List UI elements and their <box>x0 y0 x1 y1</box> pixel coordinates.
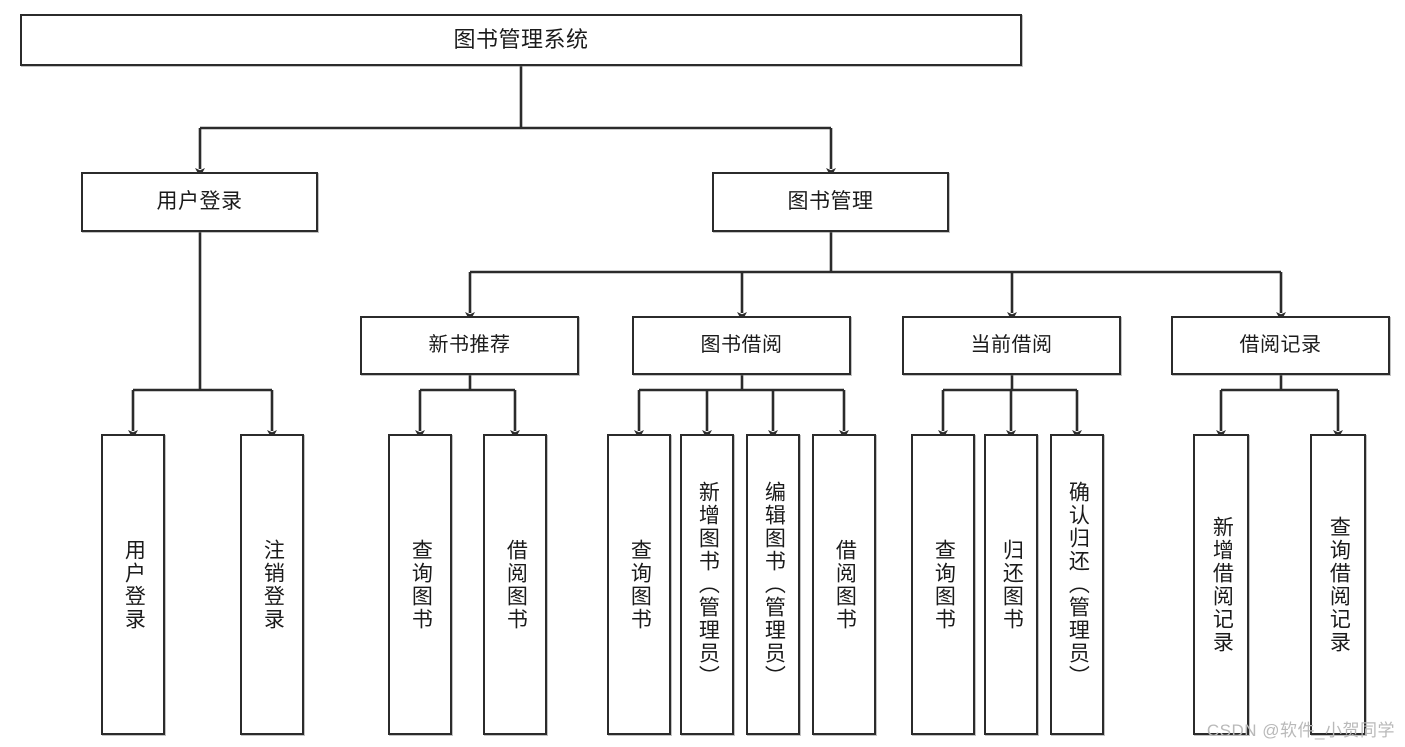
node-label: 用户登录 <box>122 538 146 631</box>
node-l-addrec[interactable]: 新增借阅记录 <box>1193 434 1249 735</box>
node-records[interactable]: 借阅记录 <box>1171 316 1390 375</box>
node-label: 注销登录 <box>261 538 285 631</box>
node-label: 借阅记录 <box>1239 333 1322 356</box>
node-bookmgmt[interactable]: 图书管理 <box>712 172 949 232</box>
node-label: 新增图书（管理员） <box>696 481 720 688</box>
node-l-borrow2[interactable]: 借阅图书 <box>812 434 876 735</box>
node-label: 查询借阅记录 <box>1327 515 1351 654</box>
node-l-confirm[interactable]: 确认归还（管理员） <box>1050 434 1104 735</box>
node-l-borrow1[interactable]: 借阅图书 <box>483 434 547 735</box>
node-l-login[interactable]: 用户登录 <box>101 434 165 735</box>
node-newbook[interactable]: 新书推荐 <box>360 316 579 375</box>
node-l-return[interactable]: 归还图书 <box>984 434 1038 735</box>
node-label: 归还图书 <box>1000 538 1024 631</box>
watermark-text: CSDN @软件_小贺同学 <box>1206 721 1395 740</box>
node-current[interactable]: 当前借阅 <box>902 316 1121 375</box>
node-label: 用户登录 <box>156 189 243 213</box>
node-l-edit[interactable]: 编辑图书（管理员） <box>746 434 800 735</box>
node-l-query3[interactable]: 查询图书 <box>911 434 975 735</box>
node-label: 图书管理系统 <box>453 26 589 52</box>
node-label: 图书管理 <box>787 189 874 213</box>
node-l-add[interactable]: 新增图书（管理员） <box>680 434 734 735</box>
node-label: 新书推荐 <box>428 333 511 356</box>
node-label: 查询图书 <box>409 538 433 631</box>
node-label: 借阅图书 <box>833 538 857 631</box>
node-label: 查询图书 <box>628 538 652 631</box>
node-root[interactable]: 图书管理系统 <box>20 14 1022 66</box>
node-l-query2[interactable]: 查询图书 <box>607 434 671 735</box>
node-borrow[interactable]: 图书借阅 <box>632 316 851 375</box>
node-label: 图书借阅 <box>700 333 783 356</box>
node-label: 借阅图书 <box>504 538 528 631</box>
node-login[interactable]: 用户登录 <box>81 172 318 232</box>
node-label: 当前借阅 <box>970 333 1053 356</box>
node-l-queryrec[interactable]: 查询借阅记录 <box>1310 434 1366 735</box>
node-l-query1[interactable]: 查询图书 <box>388 434 452 735</box>
node-l-logout[interactable]: 注销登录 <box>240 434 304 735</box>
node-label: 查询图书 <box>932 538 956 631</box>
node-label: 新增借阅记录 <box>1210 515 1234 654</box>
node-label: 编辑图书（管理员） <box>762 481 786 688</box>
node-label: 确认归还（管理员） <box>1066 481 1090 688</box>
